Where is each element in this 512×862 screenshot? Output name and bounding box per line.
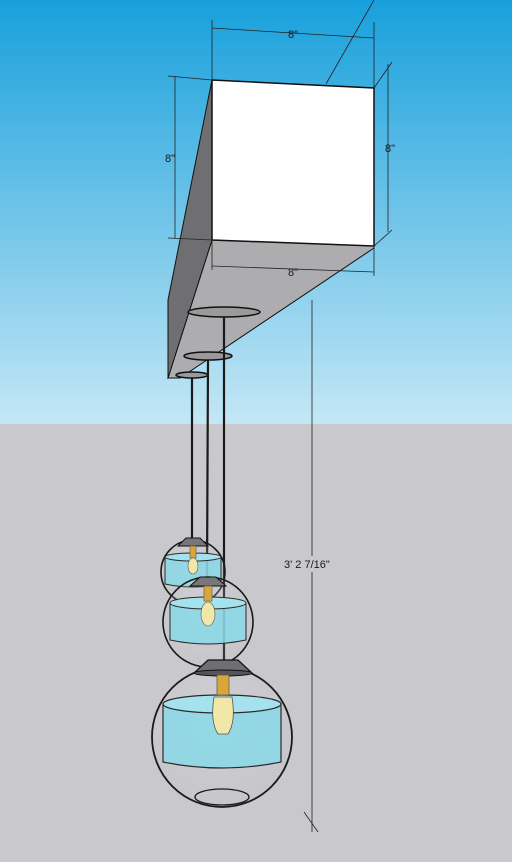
- pendant-medium: [162, 576, 254, 668]
- dim-label-drop-length: 3' 2 7/16": [284, 559, 330, 571]
- beam: [167, 79, 376, 380]
- canopy-1: [187, 306, 261, 318]
- pendant-large: [151, 659, 293, 808]
- dim-label-top-width: 8": [288, 29, 298, 41]
- dim-label-right-height: 8": [385, 143, 395, 155]
- dim-label-left-height: 8": [165, 153, 175, 165]
- beam-end-face: [211, 79, 375, 247]
- dim-label-bottom-width: 8": [288, 267, 298, 279]
- canopy-3: [175, 371, 209, 379]
